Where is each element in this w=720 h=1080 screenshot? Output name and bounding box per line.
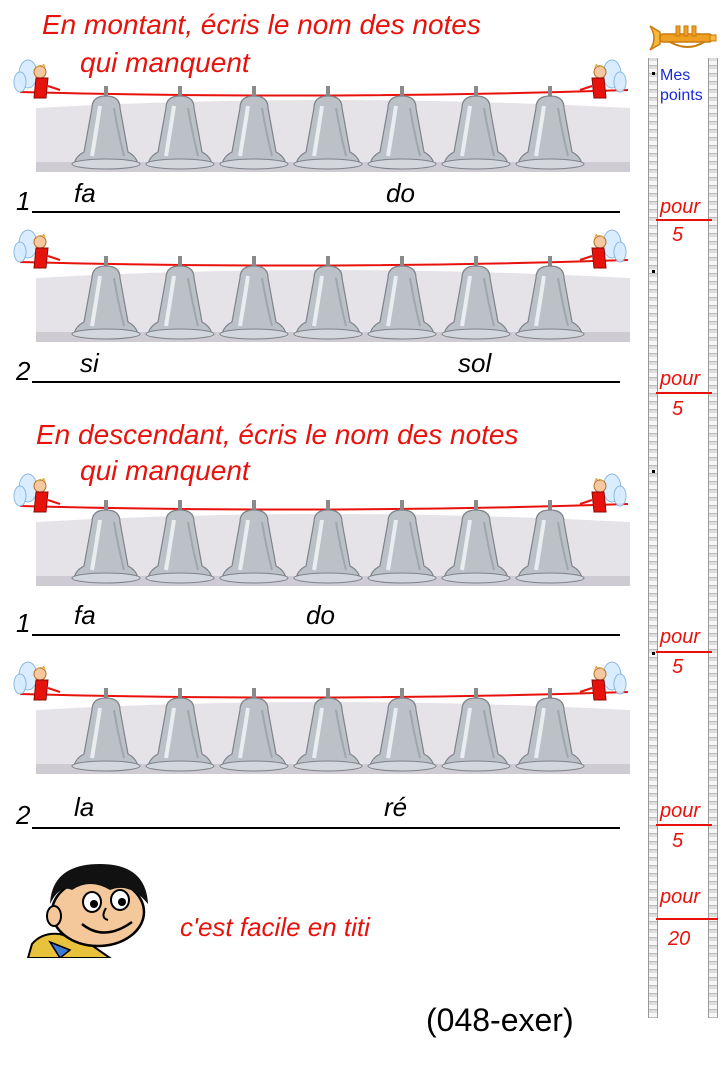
ribbon — [19, 259, 629, 267]
fairy-icon — [579, 59, 627, 99]
total-label: pour — [660, 886, 701, 908]
ribbon — [19, 691, 629, 699]
score-label: pour — [660, 800, 701, 822]
given-note: fa — [74, 178, 96, 208]
answer-line[interactable] — [32, 827, 620, 829]
bell-icon — [367, 86, 437, 170]
exercise-number: 1 — [16, 608, 31, 638]
bell-icon — [515, 256, 585, 340]
bell-icon — [219, 256, 289, 340]
bell-icon — [219, 86, 289, 170]
bell-icon — [293, 688, 363, 772]
bell-icon — [367, 256, 437, 340]
exercise-code: (048-exer) — [426, 1002, 574, 1038]
bell-icon — [293, 500, 363, 584]
bell-icon — [367, 688, 437, 772]
bell-icon — [293, 256, 363, 340]
section1-heading-line1: En montant, écris le nom des notes — [42, 9, 481, 40]
score-column-right — [708, 58, 718, 1018]
bell-icon — [71, 500, 141, 584]
fairy-icon — [579, 473, 627, 513]
answer-line[interactable] — [32, 634, 620, 636]
bell-icon — [441, 86, 511, 170]
bell-icon — [441, 256, 511, 340]
score-value: 5 — [672, 830, 684, 852]
score-header-line2: points — [660, 87, 703, 104]
answer-line[interactable] — [32, 211, 620, 213]
bell-strip-4 — [13, 661, 630, 774]
bell-icon — [441, 500, 511, 584]
score-tick — [652, 652, 655, 655]
slogan: c'est facile en titi — [180, 912, 370, 942]
total-fraction-bar — [656, 918, 718, 920]
given-note: si — [80, 348, 99, 378]
fairy-icon — [13, 661, 61, 701]
bell-icon — [145, 256, 215, 340]
score-value: 5 — [672, 224, 684, 246]
score-tick — [652, 72, 655, 75]
score-label: pour — [660, 196, 701, 218]
bell-icon — [71, 256, 141, 340]
bell-icon — [441, 688, 511, 772]
fairy-icon — [579, 661, 627, 701]
fairy-icon — [13, 473, 61, 513]
bell-strip-3 — [13, 473, 630, 586]
ribbon — [19, 503, 629, 511]
bell-icon — [515, 86, 585, 170]
bell-icon — [71, 86, 141, 170]
score-column-left — [648, 58, 658, 1018]
score-fraction-bar — [656, 392, 712, 394]
given-note: la — [74, 792, 95, 822]
score-label: pour — [660, 626, 701, 648]
bell-icon — [367, 500, 437, 584]
bell-icon — [71, 688, 141, 772]
score-value: 5 — [672, 398, 684, 420]
bell-icon — [145, 86, 215, 170]
titi-mascot-icon — [26, 864, 148, 958]
score-value: 5 — [672, 656, 684, 678]
fairy-icon — [13, 59, 61, 99]
given-note: sol — [458, 348, 492, 378]
answer-line[interactable] — [32, 381, 620, 383]
bell-strip-1 — [13, 59, 630, 172]
bell-icon — [219, 500, 289, 584]
score-fraction-bar — [656, 824, 712, 826]
score-header-line1: Mes — [660, 67, 691, 84]
bell-strip-2 — [13, 229, 630, 342]
given-note: do — [386, 178, 415, 208]
score-label: pour — [660, 368, 701, 390]
given-note: ré — [384, 792, 408, 822]
exercise-number: 2 — [16, 800, 31, 830]
section1-heading-line2: qui manquent — [80, 47, 250, 78]
fairy-icon — [579, 229, 627, 269]
bell-icon — [293, 86, 363, 170]
score-fraction-bar — [656, 651, 712, 653]
total-value: 20 — [668, 928, 691, 950]
ribbon — [19, 89, 629, 97]
bell-icon — [145, 688, 215, 772]
trumpet-icon — [649, 25, 717, 51]
exercise-number: 2 — [16, 356, 31, 386]
bell-icon — [515, 500, 585, 584]
given-note: fa — [74, 600, 96, 630]
given-note: do — [306, 600, 335, 630]
bell-icon — [515, 688, 585, 772]
score-fraction-bar — [656, 219, 712, 221]
exercise-number: 1 — [16, 186, 31, 216]
score-tick — [652, 270, 655, 273]
bell-icon — [219, 688, 289, 772]
bell-icon — [145, 500, 215, 584]
fairy-icon — [13, 229, 61, 269]
section2-heading-line1: En descendant, écris le nom des notes — [36, 419, 519, 450]
score-header: Mes points — [660, 66, 703, 106]
score-tick — [652, 470, 655, 473]
section2-heading-line2: qui manquent — [80, 455, 250, 486]
